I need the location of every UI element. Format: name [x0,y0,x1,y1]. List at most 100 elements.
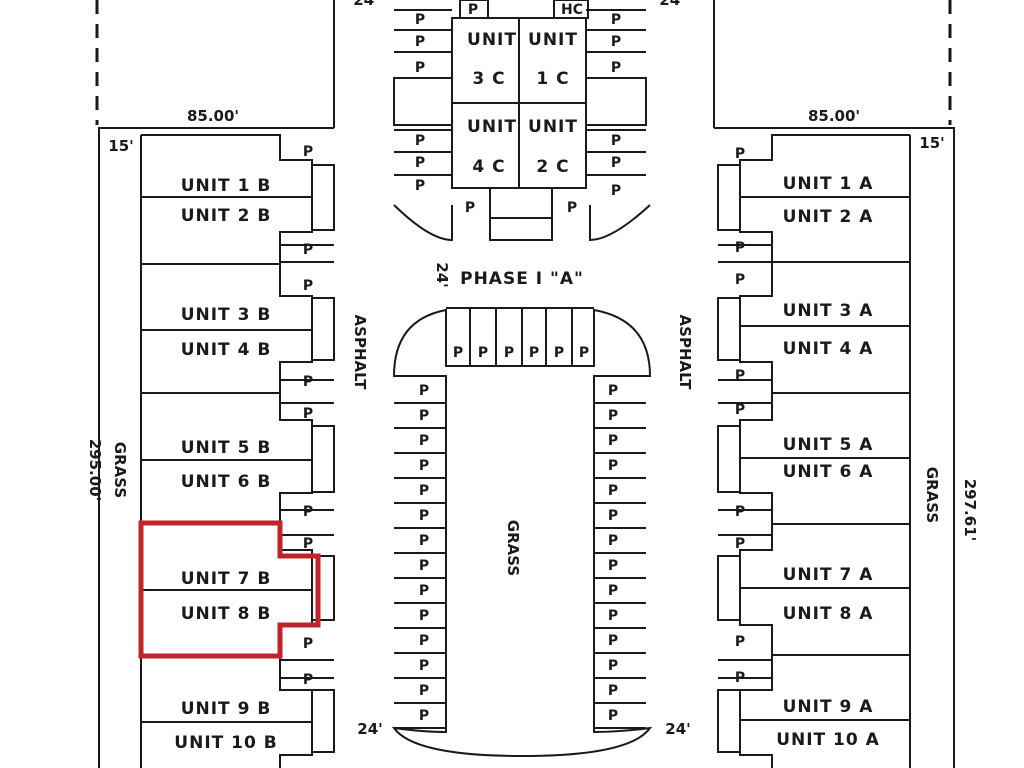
highlighted-units-7b-8b [138,520,321,659]
parking-label: P [419,658,429,674]
unit-a-label: UNIT 6 A [783,462,874,482]
parking-label: P [303,374,313,390]
unit-b-label: UNIT 8 B [181,604,272,624]
right-boundary [714,127,955,768]
unit-c-label: 3 C [472,69,505,89]
dimension-label: 85.00' [808,107,860,125]
unit-b-label: UNIT 10 B [174,733,277,753]
parking-label: P [415,34,425,50]
parking-label: P [611,183,621,199]
unit-b-label: UNIT 7 B [181,569,272,589]
parking-label: P [415,178,425,194]
parking-label: P [608,558,618,574]
parking-label: P [735,272,745,288]
dimension-label: 85.00' [187,107,239,125]
parking-label: P [735,634,745,650]
unit-a-label: UNIT 4 A [783,339,874,359]
parking-label: P [608,583,618,599]
dimension-label: 15' [919,134,944,152]
unit-b-label: UNIT 2 B [181,206,272,226]
parking-label: P [303,636,313,652]
parking-label: P [608,633,618,649]
central-island [391,308,653,758]
dimension-label: 24' [433,262,451,287]
unit-c-label: 1 C [536,69,569,89]
parking-label: P [554,345,564,361]
parking-label: P [419,583,429,599]
unit-b-label: UNIT 4 B [181,340,272,360]
parking-label: P [465,200,475,216]
unit-c-label: UNIT [467,117,517,137]
parking-label: P [567,200,577,216]
grass-label: GRASS [923,467,941,523]
parking-label: P [608,608,618,624]
dimension-label: 24' [357,720,382,738]
unit-c-label: UNIT [528,117,578,137]
parking-label: P [419,383,429,399]
parking-label: P [608,658,618,674]
unit-a-label: UNIT 1 A [783,174,874,194]
parking-label: P [303,504,313,520]
dimension-label: 24' [353,0,378,9]
unit-a-label: UNIT 3 A [783,301,874,321]
asphalt-label: ASPHALT [676,315,694,391]
parking-label: P [419,708,429,724]
parking-label: P [415,133,425,149]
parking-label: P [419,558,429,574]
parking-label: P [735,368,745,384]
parking-label: P [608,508,618,524]
parking-label: P [608,483,618,499]
parking-label: P [419,608,429,624]
parking-label: P [735,504,745,520]
parking-label: P [303,406,313,422]
parking-label: P [419,633,429,649]
parking-label: P [419,408,429,424]
parking-label: P [735,536,745,552]
parking-label: P [611,155,621,171]
unit-b-label: UNIT 3 B [181,305,272,325]
parking-label: P [303,242,313,258]
parking-label: P [453,345,463,361]
unit-a-label: UNIT 5 A [783,435,874,455]
parking-label: P [611,34,621,50]
unit-b-label: UNIT 1 B [181,176,272,196]
parking-label: P [303,672,313,688]
dimension-label: 295.00' [86,439,104,501]
grass-label: GRASS [111,442,129,498]
parking-label: P [608,533,618,549]
parking-label: P [415,12,425,28]
parking-label: P [419,683,429,699]
asphalt-label: ASPHALT [351,315,369,391]
unit-c-label: 2 C [536,157,569,177]
parking-label: P [608,458,618,474]
parking-label: P [419,508,429,524]
unit-c-label: UNIT [467,30,517,50]
parking-label: P [735,670,745,686]
parking-label: P [504,345,514,361]
dimension-label: 24' [659,0,684,9]
parking-label: P [419,483,429,499]
parking-label: P [608,683,618,699]
dimension-label: 24' [665,720,690,738]
unit-c-label: UNIT [528,30,578,50]
unit-a-label: UNIT 8 A [783,604,874,624]
parking-label: P [579,345,589,361]
parking-label: P [419,433,429,449]
parking-label: P [419,458,429,474]
parking-label: P [735,402,745,418]
parking-label: P [611,60,621,76]
unit-b-label: UNIT 6 B [181,472,272,492]
parking-label: P [468,2,478,18]
unit-a-label: UNIT 2 A [783,207,874,227]
parking-label: P [415,60,425,76]
dimension-label: 15' [108,137,133,155]
handicap-label: HC [561,2,583,18]
parking-label: P [608,408,618,424]
parking-label: P [608,708,618,724]
parking-label: P [608,433,618,449]
parking-label: P [611,12,621,28]
parking-label: P [735,146,745,162]
phase-title: PHASE I "A" [460,269,584,289]
unit-a-label: UNIT 7 A [783,565,874,585]
